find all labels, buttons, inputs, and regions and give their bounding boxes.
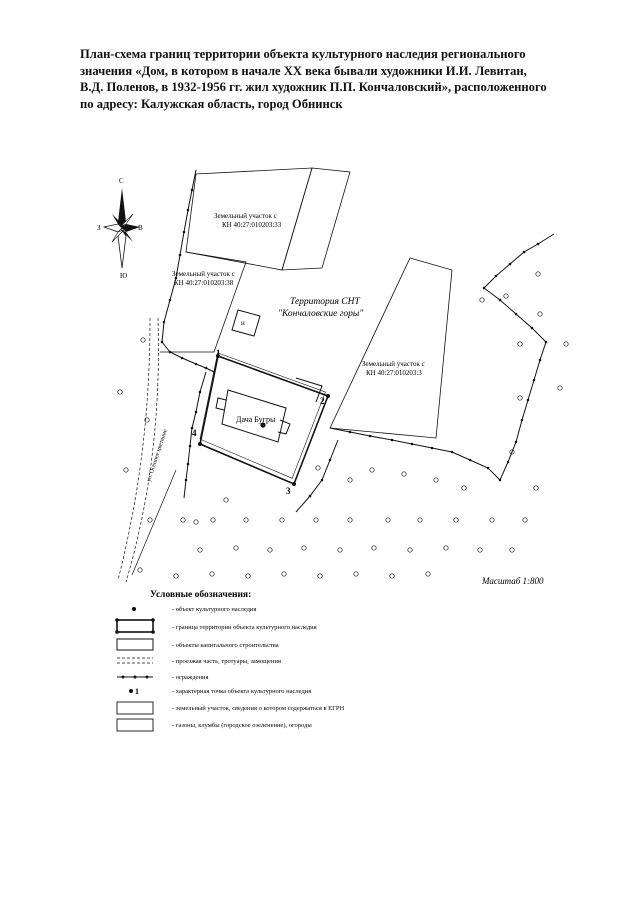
legend: Условные обозначения: - объект культурно… — [115, 589, 345, 732]
parcel-38-label-1: Земельный участок с — [172, 270, 235, 278]
map-title: План-схема границ территории объекта кул… — [80, 46, 610, 112]
point-label-4: 4 — [192, 428, 197, 438]
legend-item-4: - проезжая часть, тротуары, замощения — [172, 658, 281, 665]
legend-item-1: - объект культурного наследия — [172, 606, 256, 613]
legend-item-2: - граница территории объекта культурного… — [172, 624, 317, 631]
territory-label-1: Территория СНТ — [290, 297, 361, 307]
legend-item-8: - газоны, клумбы (городское озеленение),… — [172, 722, 312, 729]
title-line-3: В.Д. Поленов, в 1932-1956 гг. жил художн… — [80, 80, 547, 94]
heritage-object-point — [260, 422, 266, 428]
point-label-3: 3 — [286, 486, 291, 496]
heritage-boundary-inner — [199, 352, 326, 479]
legend-green-area-icon — [116, 718, 154, 732]
parcel-3-label-1: Земельный участок с — [362, 360, 425, 368]
parcel-38-outline — [160, 251, 247, 353]
legend-heading: Условные обозначения: — [150, 589, 251, 600]
fence-east — [329, 233, 555, 482]
legend-point-icon — [129, 689, 133, 693]
legend-building-icon — [116, 638, 154, 651]
small-building — [231, 309, 261, 337]
legend-item-7: - земельный участок, сведения о котором … — [172, 705, 345, 712]
point-label-2: 2 — [320, 396, 325, 406]
road-dashed-line-1 — [117, 317, 151, 581]
parcel-38-label-2: КН 40:27:010203:38 — [174, 279, 234, 287]
fence-south-west — [183, 371, 207, 499]
territory-label-2: "Кончаловские горы" — [278, 309, 364, 319]
legend-item-3: - объекты капитального строительства — [172, 642, 279, 649]
legend-point-sample: 1 — [135, 687, 139, 696]
heritage-boundary — [198, 352, 330, 486]
legend-heritage-object-icon — [132, 607, 136, 611]
compass-south-label: Ю — [120, 272, 127, 280]
parcel-3-label-2: КН 40:27:010203:3 — [366, 369, 422, 377]
fence-lines — [160, 169, 555, 513]
road-label: ул. Осеннее цветение — [146, 428, 169, 482]
green-area-markers — [117, 271, 569, 579]
fence-west — [160, 169, 215, 373]
legend-item-6: - характерная точка объекта культурного … — [172, 688, 311, 695]
building-name-label: Дача Бугры — [236, 415, 276, 424]
legend-boundary-icon — [116, 619, 154, 633]
road-dashed-line-2 — [125, 317, 159, 583]
small-building-label: н — [241, 319, 245, 327]
map-labels: Земельный участок с КН 40:27:010203:33 З… — [146, 212, 544, 586]
parcel-33-label-1: Земельный участок с — [214, 212, 277, 220]
road-lines — [117, 317, 177, 583]
title-line-2: значения «Дом, в котором в начале XX век… — [80, 63, 527, 78]
compass-north-label: С — [119, 177, 124, 185]
title-line-4: по адресу: Калужская область, город Обни… — [80, 96, 343, 111]
legend-item-5: - ограждения — [172, 674, 208, 681]
buildings — [215, 309, 323, 443]
title-line-1: План-схема границ территории объекта кул… — [80, 47, 526, 61]
parcel-33-label-2: КН 40:27:010203:33 — [222, 221, 282, 229]
parcel-33-extension-outline — [281, 167, 351, 271]
legend-parcel-icon — [116, 701, 154, 715]
point-label-1: 1 — [216, 348, 221, 358]
fence-south — [295, 439, 339, 513]
compass-east-label: В — [138, 224, 143, 232]
compass-rose-icon: С Ю З В — [97, 177, 143, 280]
scale-label: Масштаб 1:800 — [481, 576, 544, 586]
road-solid-line — [131, 469, 177, 576]
compass-west-label: З — [97, 224, 101, 232]
parcel-3-outline — [329, 257, 453, 439]
dacha-building — [221, 389, 287, 443]
